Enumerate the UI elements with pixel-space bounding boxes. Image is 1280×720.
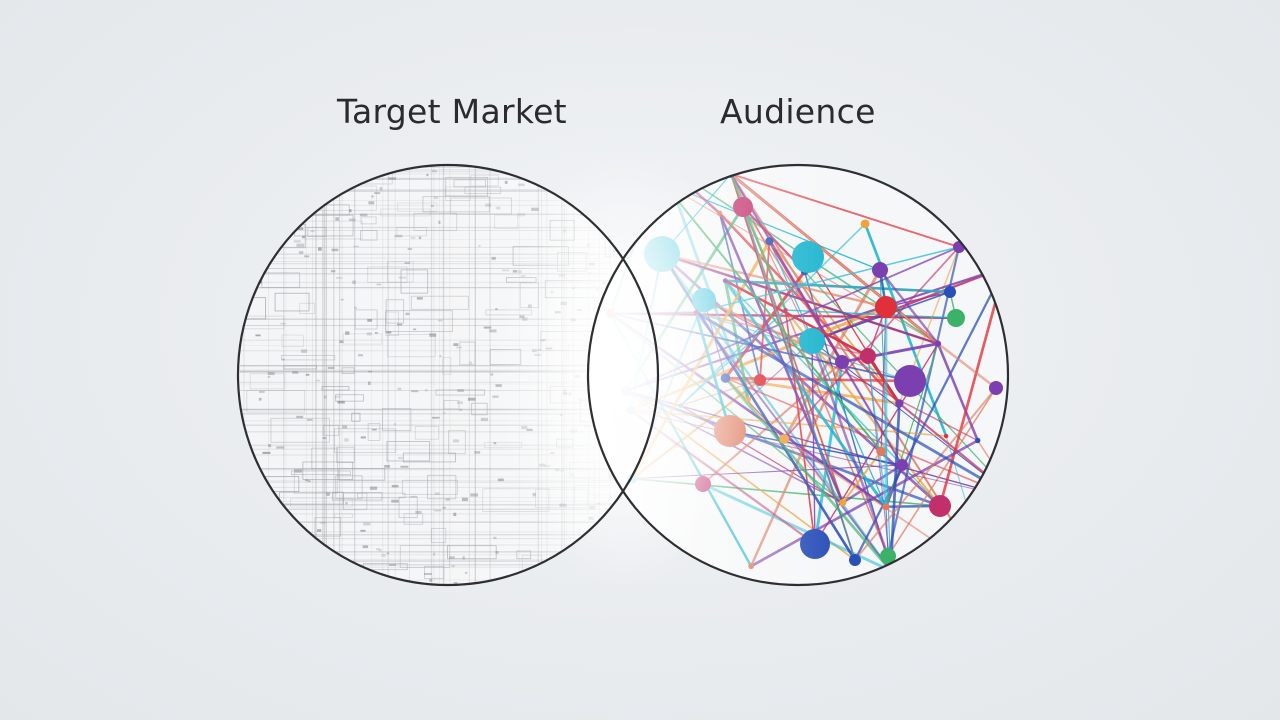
target-market-label: Target Market: [337, 92, 567, 131]
target-market-outline: [236, 163, 660, 587]
network-node: [1012, 495, 1019, 502]
audience-label: Audience: [720, 92, 876, 131]
overlap-glow: [495, 150, 755, 590]
network-node: [885, 565, 896, 576]
network-node: [984, 573, 994, 583]
network-node: [1000, 262, 1008, 272]
audience-outline: [586, 163, 1010, 587]
